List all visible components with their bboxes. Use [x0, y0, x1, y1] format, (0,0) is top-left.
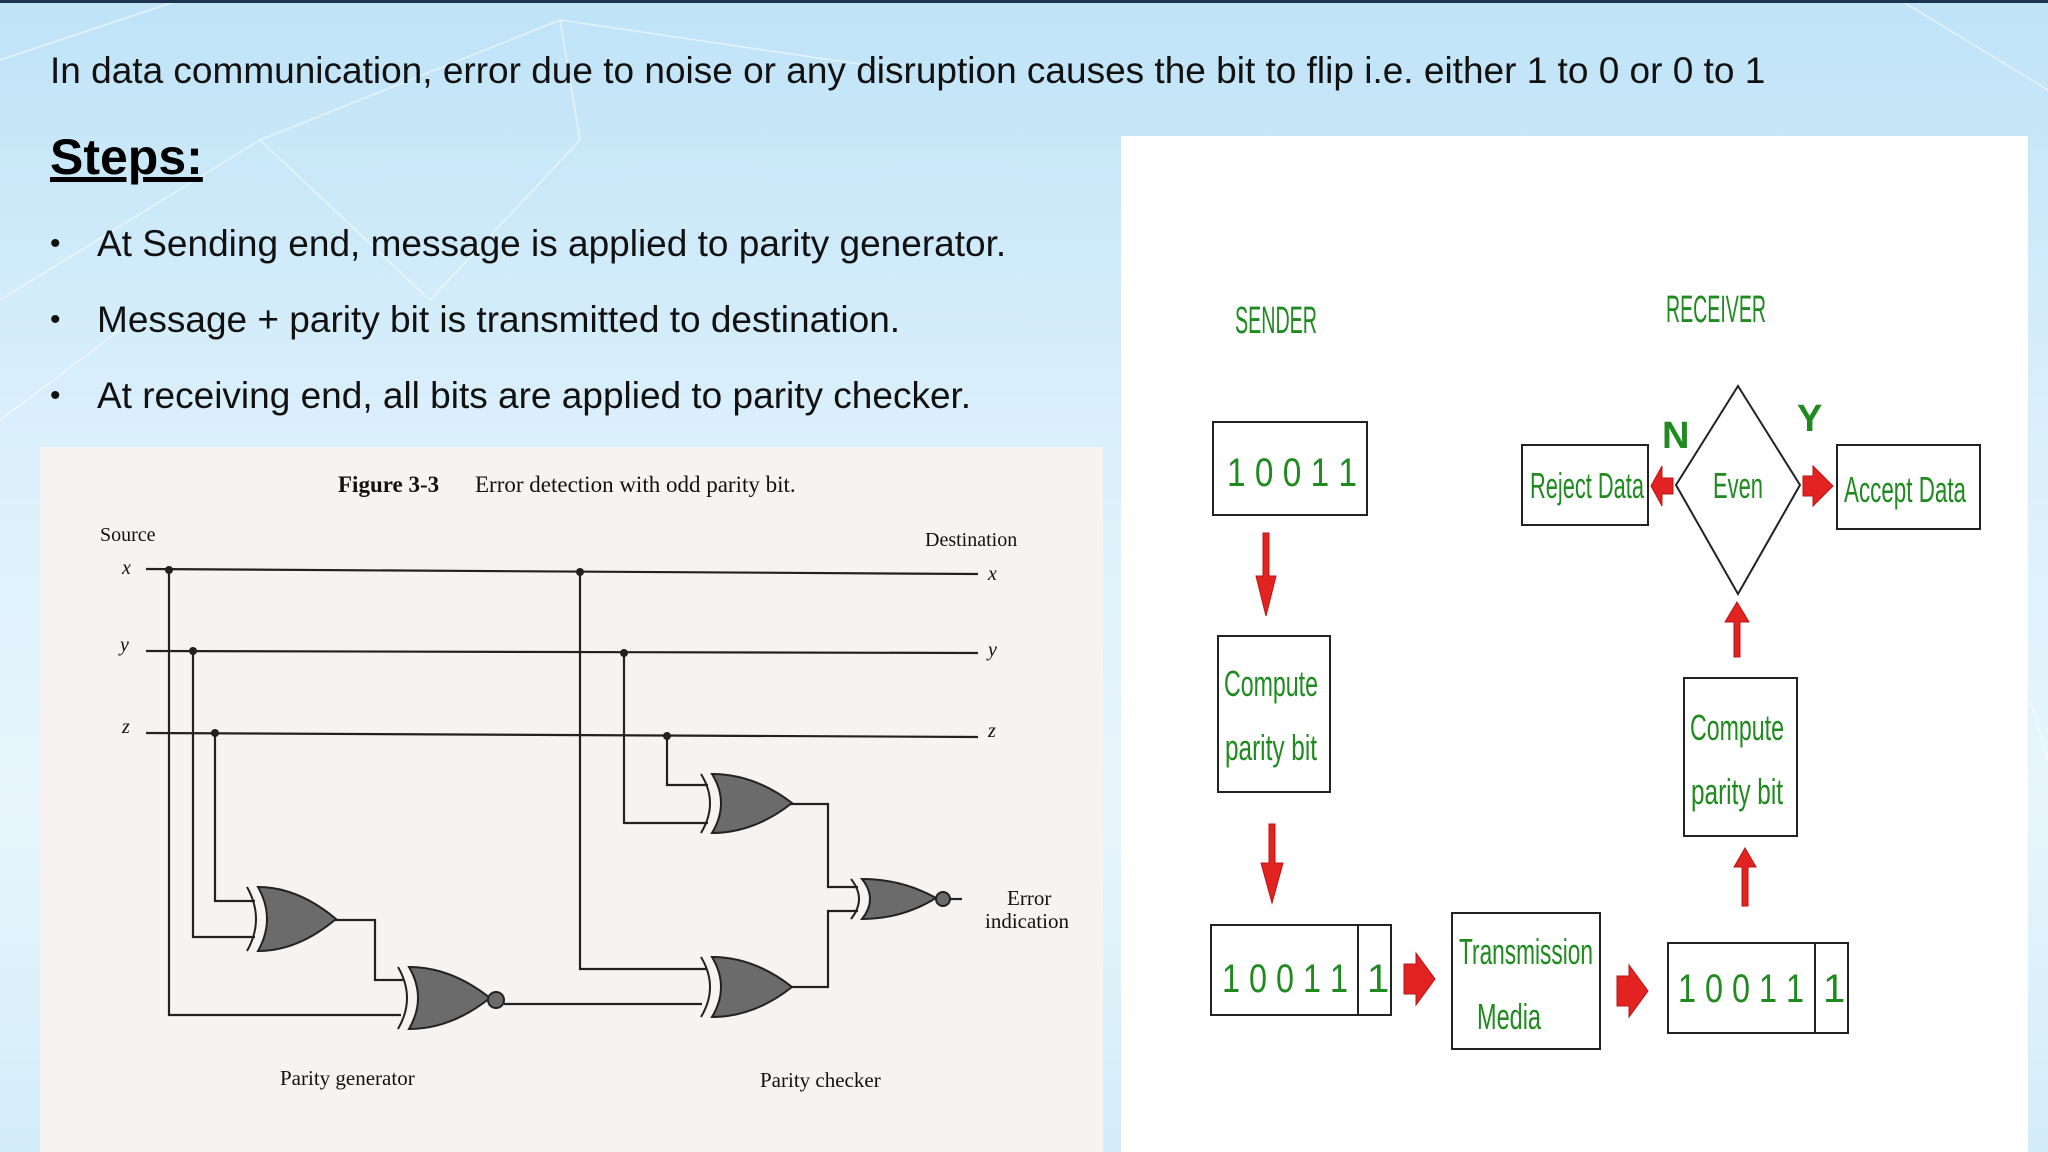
sender-label: SENDER: [1235, 300, 1317, 342]
receiver-label: RECEIVER: [1666, 289, 1766, 331]
parity-flowchart: SENDER RECEIVER 1 0 0 1 1 Compute parity…: [1121, 136, 2028, 1152]
output-x-label: x: [987, 563, 997, 585]
intro-text: In data communication, error due to nois…: [50, 50, 1766, 91]
xor-gate-checker-1: [700, 772, 794, 835]
down-arrow-icon: [1260, 823, 1284, 905]
accept-box: [1836, 444, 1981, 530]
receiver-frame-box: [1667, 942, 1849, 1034]
media-line1: Transmission: [1459, 931, 1593, 972]
steps-list: • At Sending end, message is applied to p…: [50, 218, 1100, 446]
figure-label: Figure 3-3: [338, 472, 439, 497]
step-text: Message + parity bit is transmitted to d…: [97, 299, 901, 340]
sender-frame-bits: 1 0 0 1 1: [1222, 957, 1348, 1001]
left-arrow-icon: [1650, 465, 1674, 507]
parity-checker-label: Parity checker: [760, 1068, 881, 1092]
sender-compute-line2: parity bit: [1225, 727, 1317, 768]
step-item: • At Sending end, message is applied to p…: [50, 218, 1100, 294]
source-label: Source: [100, 524, 156, 546]
transmission-media-box: [1451, 912, 1601, 1050]
xnor-gate-checker-final: [850, 877, 951, 921]
xor-gate-checker-2: [700, 955, 794, 1019]
yes-label: Y: [1797, 398, 1822, 440]
bullet-dot-icon: •: [50, 379, 61, 412]
no-label: N: [1662, 415, 1689, 457]
reject-label: Reject Data: [1530, 465, 1645, 506]
error-label: Error: [1007, 886, 1051, 910]
bullet-dot-icon: •: [50, 227, 61, 260]
accept-label: Accept Data: [1844, 469, 1967, 510]
receiver-frame-bits: 1 0 0 1 1: [1678, 967, 1804, 1011]
sender-parity-bit: 1: [1367, 957, 1389, 1001]
media-line2: Media: [1477, 996, 1542, 1037]
figure-title: Error detection with odd parity bit.: [475, 472, 796, 497]
flowchart-diagram: SENDER RECEIVER 1 0 0 1 1 Compute parity…: [1210, 289, 1981, 1050]
circuit-wires: [145, 567, 979, 1017]
input-z-label: z: [121, 716, 130, 738]
receiver-parity-bit: 1: [1823, 967, 1845, 1011]
down-arrow-icon: [1255, 532, 1277, 617]
input-x-label: x: [121, 557, 131, 579]
xnor-gate-generator-2: [397, 965, 505, 1031]
receiver-compute-box: [1683, 677, 1798, 837]
output-y-label: y: [986, 639, 997, 661]
step-item: • At receiving end, all bits are applied …: [50, 370, 1100, 446]
message-bits: 1 0 0 1 1: [1227, 451, 1357, 495]
output-z-label: z: [987, 720, 996, 742]
step-text: At Sending end, message is applied to pa…: [97, 223, 1007, 264]
junction-dots: [165, 566, 671, 740]
circuit-diagram: Figure 3-3 Error detection with odd pari…: [100, 472, 1069, 1092]
right-arrow-icon: [1802, 464, 1834, 508]
up-arrow-icon: [1724, 601, 1750, 658]
even-label: Even: [1713, 465, 1763, 506]
xor-gate-generator-1: [246, 885, 338, 953]
step-text: At receiving end, all bits are applied t…: [97, 375, 972, 416]
indication-label: indication: [985, 909, 1069, 933]
receiver-compute-line2: parity bit: [1691, 771, 1783, 812]
top-border: [0, 0, 2048, 3]
destination-label: Destination: [925, 529, 1017, 551]
input-y-label: y: [118, 634, 129, 656]
receiver-compute-line1: Compute: [1690, 707, 1784, 748]
reject-box: [1521, 444, 1649, 526]
message-box: [1212, 421, 1368, 516]
right-arrow-icon: [1403, 951, 1436, 1007]
steps-heading: Steps:: [50, 129, 203, 185]
sender-frame-box: [1210, 924, 1392, 1016]
step-item: • Message + parity bit is transmitted to …: [50, 294, 1100, 370]
up-arrow-icon: [1733, 847, 1757, 907]
parity-circuit-figure: Figure 3-3 Error detection with odd pari…: [40, 447, 1103, 1152]
sender-compute-box: [1217, 635, 1331, 793]
parity-generator-label: Parity generator: [280, 1066, 415, 1090]
sender-compute-line1: Compute: [1224, 663, 1318, 704]
right-arrow-icon: [1616, 963, 1649, 1019]
even-decision-diamond: [1674, 384, 1802, 597]
bullet-dot-icon: •: [50, 303, 61, 336]
